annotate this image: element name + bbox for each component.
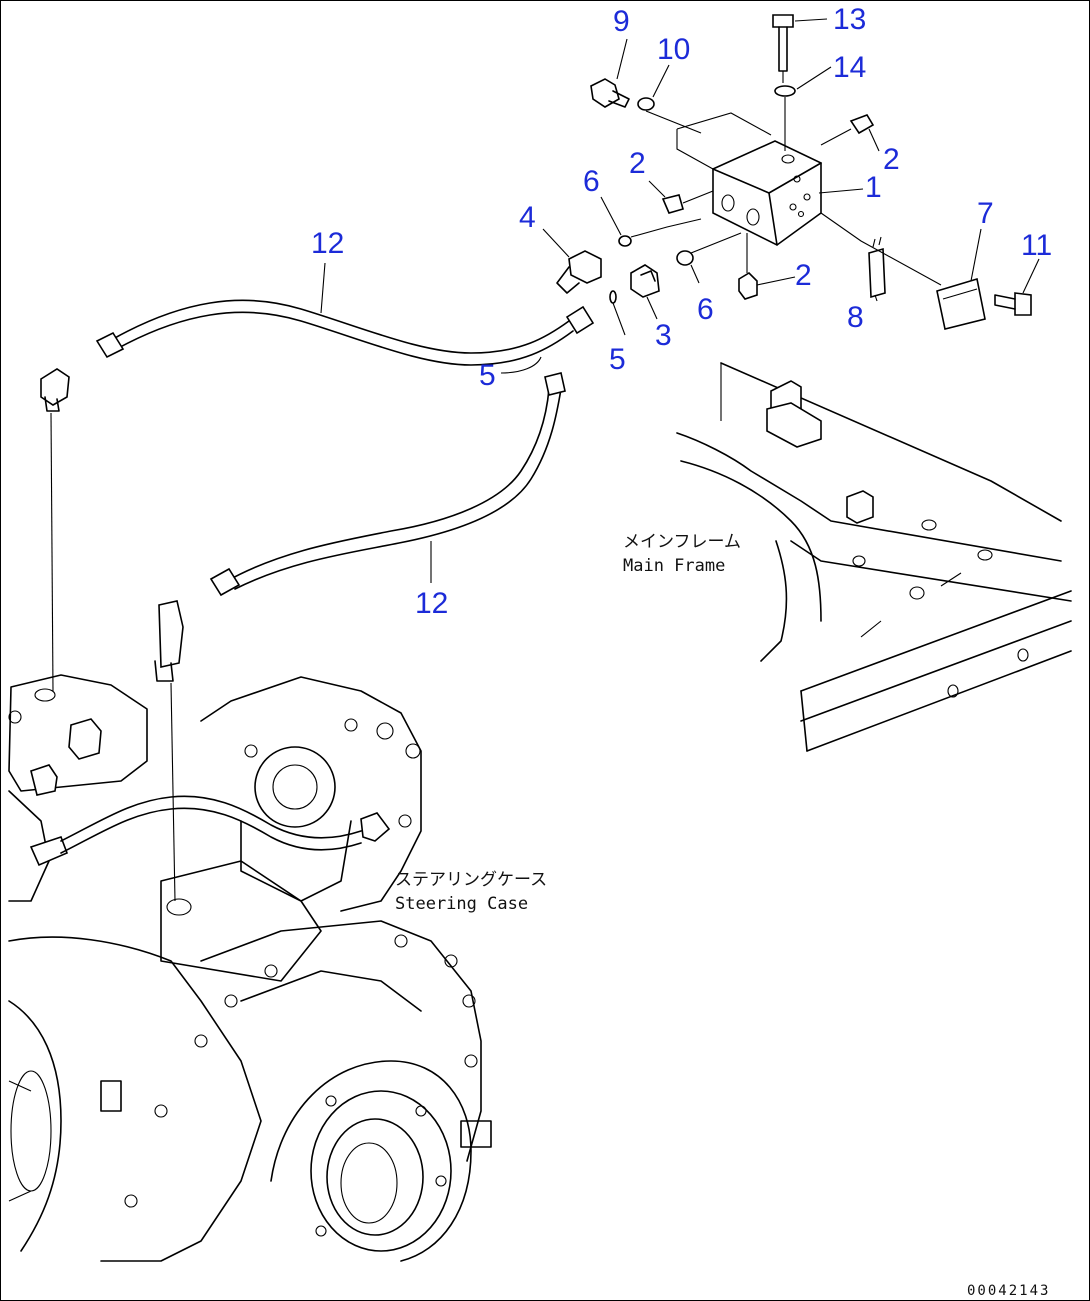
callout-4: 4 xyxy=(519,201,536,234)
drawing-code: 00042143 xyxy=(967,1283,1050,1299)
callout-10: 8 xyxy=(847,301,864,334)
callout-8: 10 xyxy=(657,33,690,66)
connection-lines xyxy=(40,368,184,902)
main-frame-label-en: Main Frame xyxy=(623,556,725,576)
callout-2-bottom: 2 xyxy=(795,259,812,292)
valve-block-1 xyxy=(676,112,822,246)
callout-14: 14 xyxy=(833,51,866,84)
callout-11: 11 xyxy=(1021,229,1052,262)
main-frame-label-jp: メインフレーム xyxy=(623,532,741,552)
callout-7: 9 xyxy=(613,5,630,38)
callout-5-right: 5 xyxy=(609,343,626,376)
callout-12-lower: 12 xyxy=(415,587,448,620)
hose-lower xyxy=(209,372,566,597)
callout-6-lower: 6 xyxy=(697,293,714,326)
callout-leaders xyxy=(320,18,1040,583)
callout-6-upper: 6 xyxy=(583,165,600,198)
callout-9: 7 xyxy=(977,197,994,230)
steering-case-label-en: Steering Case xyxy=(395,894,528,914)
main-frame xyxy=(676,362,1072,752)
callout-13: 13 xyxy=(833,3,866,36)
fittings xyxy=(556,14,1032,336)
callout-1: 1 xyxy=(865,171,882,204)
hose-upper xyxy=(95,299,595,374)
callout-2-middle: 2 xyxy=(629,147,646,180)
steering-case-label-jp: ステアリングケース xyxy=(395,870,547,890)
steering-case xyxy=(8,674,492,1262)
callout-numbers: 9 10 13 14 2 1 2 6 4 2 6 3 5 5 7 11 8 12… xyxy=(311,3,1052,620)
callout-2-top-right: 2 xyxy=(883,143,900,176)
callout-3: 3 xyxy=(655,319,672,352)
callout-12-upper: 12 xyxy=(311,227,344,260)
callout-5-left: 5 xyxy=(479,359,496,392)
